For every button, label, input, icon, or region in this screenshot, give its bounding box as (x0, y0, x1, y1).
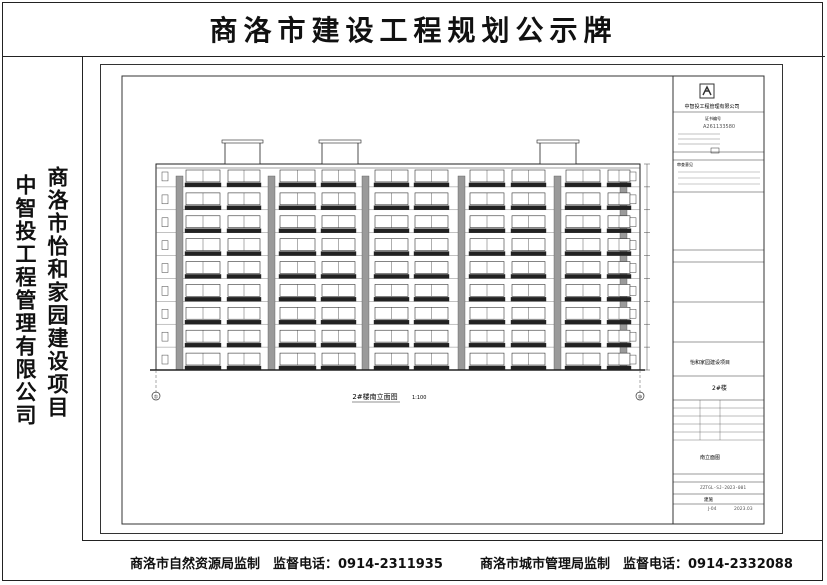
board-title-bar: 商洛市建设工程规划公示牌 (2, 2, 825, 57)
drawing-name-block: 2#楼 (712, 384, 727, 392)
cert-number: A261133580 (703, 124, 735, 130)
footer-bar: 商洛市自然资源局监制 监督电话：0914-2311935 商洛市城市管理局监制 … (82, 540, 823, 583)
drawing-caption: 2#楼南立面图 (352, 392, 397, 401)
page-title: 商洛市建设工程规划公示牌 (209, 14, 618, 47)
elevation-svg: ① ⑩ 2#楼南立面图 1:100 中智投工程管理有限公司 证书编号 A2611… (100, 64, 783, 534)
drawing-number: ZZTGL-SJ-2023-001 (700, 485, 746, 491)
discipline-label: 建施 (704, 496, 713, 503)
sheet-title: 南立面图 (700, 454, 720, 461)
footer-supervisor-right: 商洛市城市管理局监制 监督电话：0914-2332088 (480, 556, 793, 572)
company-name-vertical: 中智投工程管理有限公司 (13, 174, 37, 427)
project-name-block: 怡和家园建设项目 (690, 359, 730, 366)
sidebar-project-info: 商洛市怡和家园建设项目 中智投工程管理有限公司 (2, 56, 83, 540)
axis-label-right: ⑩ (638, 395, 643, 401)
elevation-drawing: ① ⑩ 2#楼南立面图 1:100 中智投工程管理有限公司 证书编号 A2611… (100, 64, 783, 534)
approval-label: 审查意见 (677, 161, 693, 167)
building-elevation (155, 139, 650, 371)
drawing-date: 2023.03 (734, 506, 753, 512)
cert-label: 证书编号 (705, 115, 721, 121)
drawing-scale: 1:100 (412, 395, 426, 401)
sheet-number: J-04 (707, 506, 717, 512)
project-name-vertical: 商洛市怡和家园建设项目 (45, 166, 69, 419)
title-block: 中智投工程管理有限公司 证书编号 A261133580 审查意见 怡和家园建设项… (673, 83, 764, 512)
footer-supervisor-left: 商洛市自然资源局监制 监督电话：0914-2311935 (130, 556, 443, 572)
axis-label-left: ① (154, 395, 159, 401)
title-block-company: 中智投工程管理有限公司 (684, 103, 739, 110)
